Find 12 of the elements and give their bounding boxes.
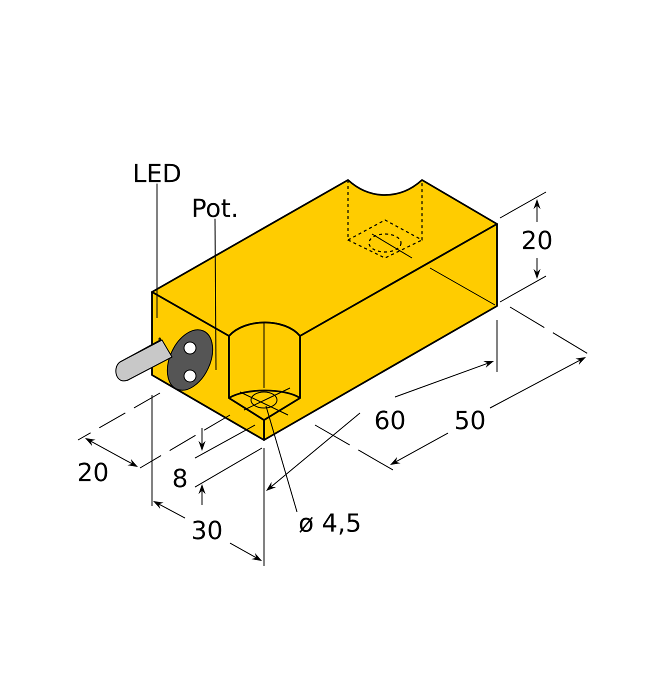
- dimension-value: 8: [174, 468, 186, 488]
- leader-line: [266, 406, 298, 512]
- callout-text: Pot.: [194, 198, 236, 218]
- dimension-value: 50: [456, 410, 484, 430]
- callout-text: LED: [134, 164, 180, 182]
- leader-line: [214, 218, 216, 370]
- dimension-value: 60: [376, 410, 404, 430]
- callout-text: ø 4,5: [299, 513, 360, 535]
- dimension-value: 20: [78, 462, 108, 482]
- leader-line: [156, 183, 158, 318]
- dimension-value: 30: [193, 520, 222, 540]
- dimension-value: 20: [522, 230, 552, 250]
